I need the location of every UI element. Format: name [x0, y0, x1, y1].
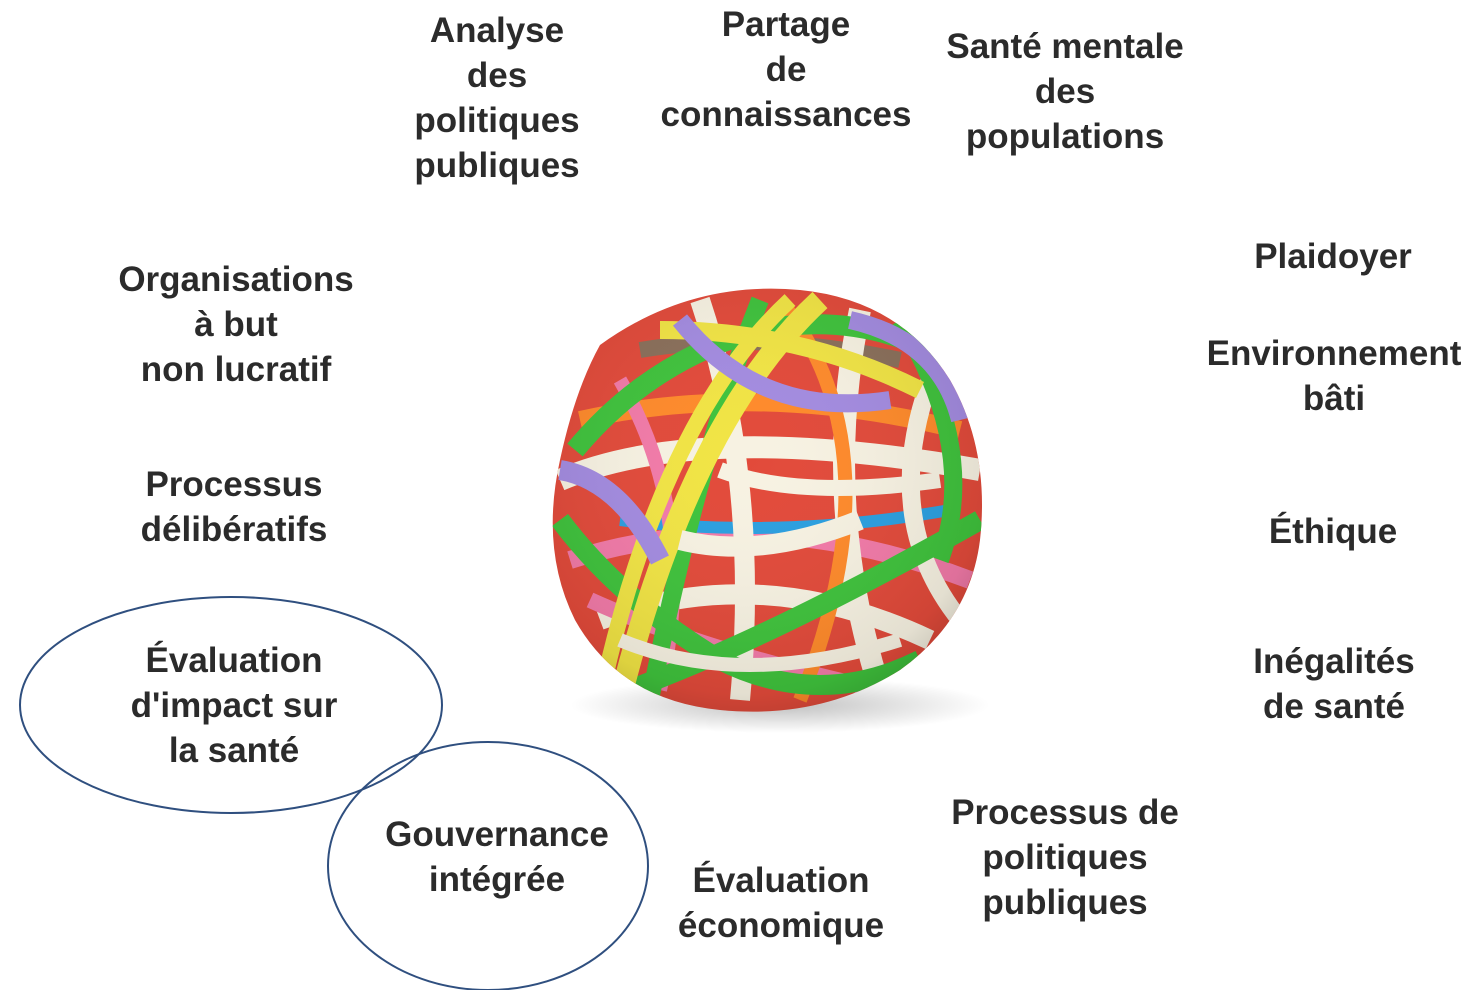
topic-processus-politiques: Processus de politiques publiques	[951, 790, 1179, 925]
topic-line: d'impact sur	[130, 686, 338, 725]
topic-line: Partage	[721, 5, 851, 44]
topic-line: politiques	[982, 838, 1148, 877]
ball-bands	[552, 288, 982, 712]
topic-line: intégrée	[428, 860, 566, 899]
topic-line: des	[466, 56, 528, 95]
topic-gouvernance: Gouvernance intégrée	[385, 812, 609, 902]
topic-line: Plaidoyer	[1254, 237, 1412, 276]
topic-organisations: Organisations à but non lucratif	[118, 257, 353, 392]
topic-line: des	[1034, 72, 1096, 111]
topic-line: à but	[194, 305, 278, 344]
topic-line: Éthique	[1268, 512, 1398, 551]
topic-line: Inégalités	[1253, 642, 1415, 681]
topic-ethique: Éthique	[1269, 509, 1397, 554]
topic-evaluation-impact: Évaluation d'impact sur la santé	[131, 638, 338, 773]
topic-line: de	[765, 50, 807, 89]
topic-line: publiques	[414, 146, 580, 185]
topic-inegalites: Inégalités de santé	[1253, 639, 1414, 729]
topic-line: politiques	[414, 101, 580, 140]
topic-sante-mentale: Santé mentale des populations	[946, 24, 1183, 159]
topic-line: publiques	[982, 883, 1148, 922]
topic-analyse: Analyse des politiques publiques	[414, 8, 579, 188]
topic-line: Processus	[145, 465, 323, 504]
topic-line: économique	[677, 906, 885, 945]
topic-line: de santé	[1262, 687, 1405, 726]
topic-line: Analyse	[429, 11, 565, 50]
topic-line: Évaluation	[145, 641, 323, 680]
topic-partage: Partage de connaissances	[661, 2, 912, 137]
topic-line: non lucratif	[140, 350, 332, 389]
topic-plaidoyer: Plaidoyer	[1254, 234, 1412, 279]
topic-line: bâti	[1302, 379, 1366, 418]
topic-line: Évaluation	[692, 861, 870, 900]
topic-line: Gouvernance	[385, 815, 609, 854]
topic-line: connaissances	[660, 95, 912, 134]
topic-line: Environnement	[1206, 334, 1462, 373]
topic-evaluation-economique: Évaluation économique	[678, 858, 884, 948]
topic-line: Organisations	[118, 260, 354, 299]
topic-line: délibératifs	[140, 510, 328, 549]
topic-processus-deliberatifs: Processus délibératifs	[141, 462, 328, 552]
topic-line: la santé	[168, 731, 300, 770]
topic-line: populations	[965, 117, 1165, 156]
topic-environnement: Environnement bâti	[1207, 331, 1462, 421]
topic-line: Santé mentale	[946, 27, 1184, 66]
topic-line: Processus de	[951, 793, 1179, 832]
